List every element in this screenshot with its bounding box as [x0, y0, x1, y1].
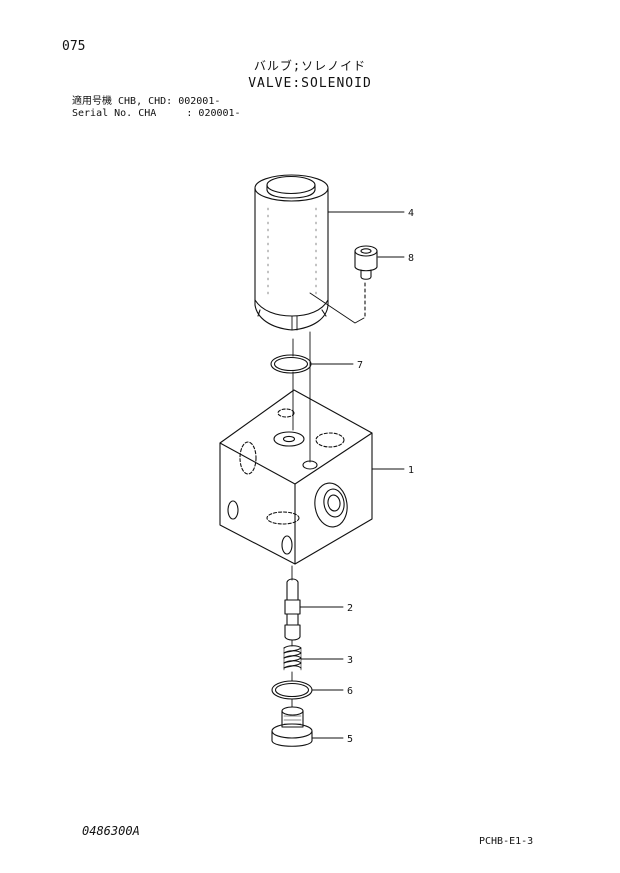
drawing-number: 0486300A [82, 824, 140, 838]
title-japanese: バルブ;ソレノイド [253, 59, 367, 73]
callout-2: 2 [347, 603, 353, 614]
callout-8: 8 [408, 253, 414, 264]
callout-1: 1 [408, 465, 414, 476]
o-ring-upper[interactable] [270, 354, 312, 374]
cap-screw[interactable] [354, 245, 378, 319]
title-english: VALVE:SOLENOID [248, 76, 372, 91]
page-number: 075 [62, 39, 86, 54]
plug[interactable] [271, 706, 313, 747]
solenoid-coil[interactable] [254, 174, 329, 331]
callout-3: 3 [347, 655, 353, 666]
assembly-centerlines [291, 292, 365, 708]
callout-6: 6 [347, 686, 353, 697]
spring[interactable] [283, 645, 302, 671]
serial-line-1: 適用号機 CHB, CHD: 002001- [72, 96, 221, 107]
spool[interactable] [284, 578, 301, 641]
serial-line-2: Serial No. CHA : 020001- [72, 108, 241, 119]
callout-7: 7 [357, 360, 363, 371]
leader-lines [299, 211, 405, 739]
sheet-code: PCHB-E1-3 [479, 836, 534, 847]
callout-5: 5 [347, 734, 353, 745]
valve-block[interactable] [219, 389, 373, 565]
o-ring-lower[interactable] [271, 680, 313, 700]
callout-4: 4 [408, 208, 414, 219]
